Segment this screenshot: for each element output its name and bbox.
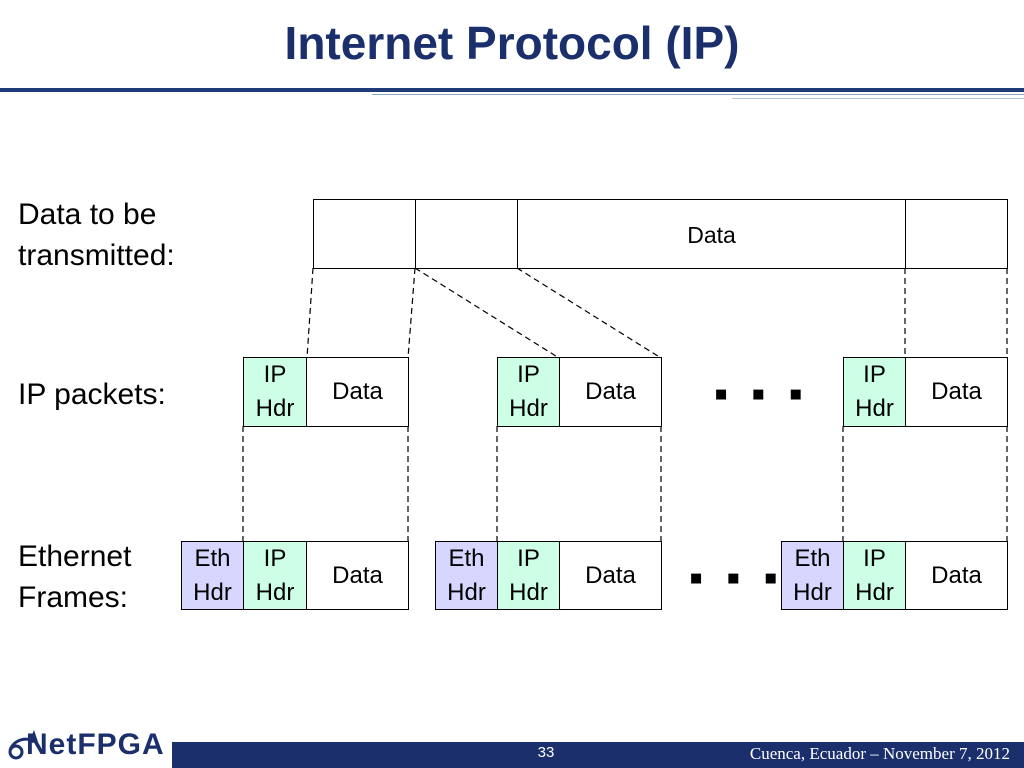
ellipsis: ▪ ▪ ▪ <box>689 556 784 600</box>
netfpga-logo: NetFPGA <box>26 728 165 761</box>
packet-data: Data <box>306 357 409 427</box>
packet-data: Data <box>905 357 1008 427</box>
row-label-data: Data to be transmitted: <box>18 198 175 272</box>
netfpga-logo-icon <box>8 730 38 760</box>
logo-panel <box>0 718 172 768</box>
frame-data: Data <box>905 541 1008 610</box>
title-divider-thin <box>372 94 1024 95</box>
frame-data: Data <box>306 541 409 610</box>
row-label-ip-packets: IP packets: <box>18 378 166 411</box>
frame-data: Data <box>559 541 662 610</box>
slide-title: Internet Protocol (IP) <box>284 17 740 69</box>
page-number: 33 <box>537 744 555 761</box>
data-segment-last <box>905 199 1008 269</box>
packet-data: Data <box>559 357 662 427</box>
footer-event: Cuenca, Ecuador – November 7, 2012 <box>749 744 1010 763</box>
title-divider <box>0 88 1024 92</box>
data-segment-main: Data <box>517 199 906 269</box>
data-segment-2 <box>415 199 518 269</box>
title-divider-thin-2 <box>732 98 1024 99</box>
data-segment-1 <box>313 199 416 269</box>
row-label-ethernet-frames: Ethernet Frames: <box>18 540 132 614</box>
data-segment-label: Data <box>687 222 736 248</box>
ellipsis: ▪ ▪ ▪ <box>714 372 809 416</box>
